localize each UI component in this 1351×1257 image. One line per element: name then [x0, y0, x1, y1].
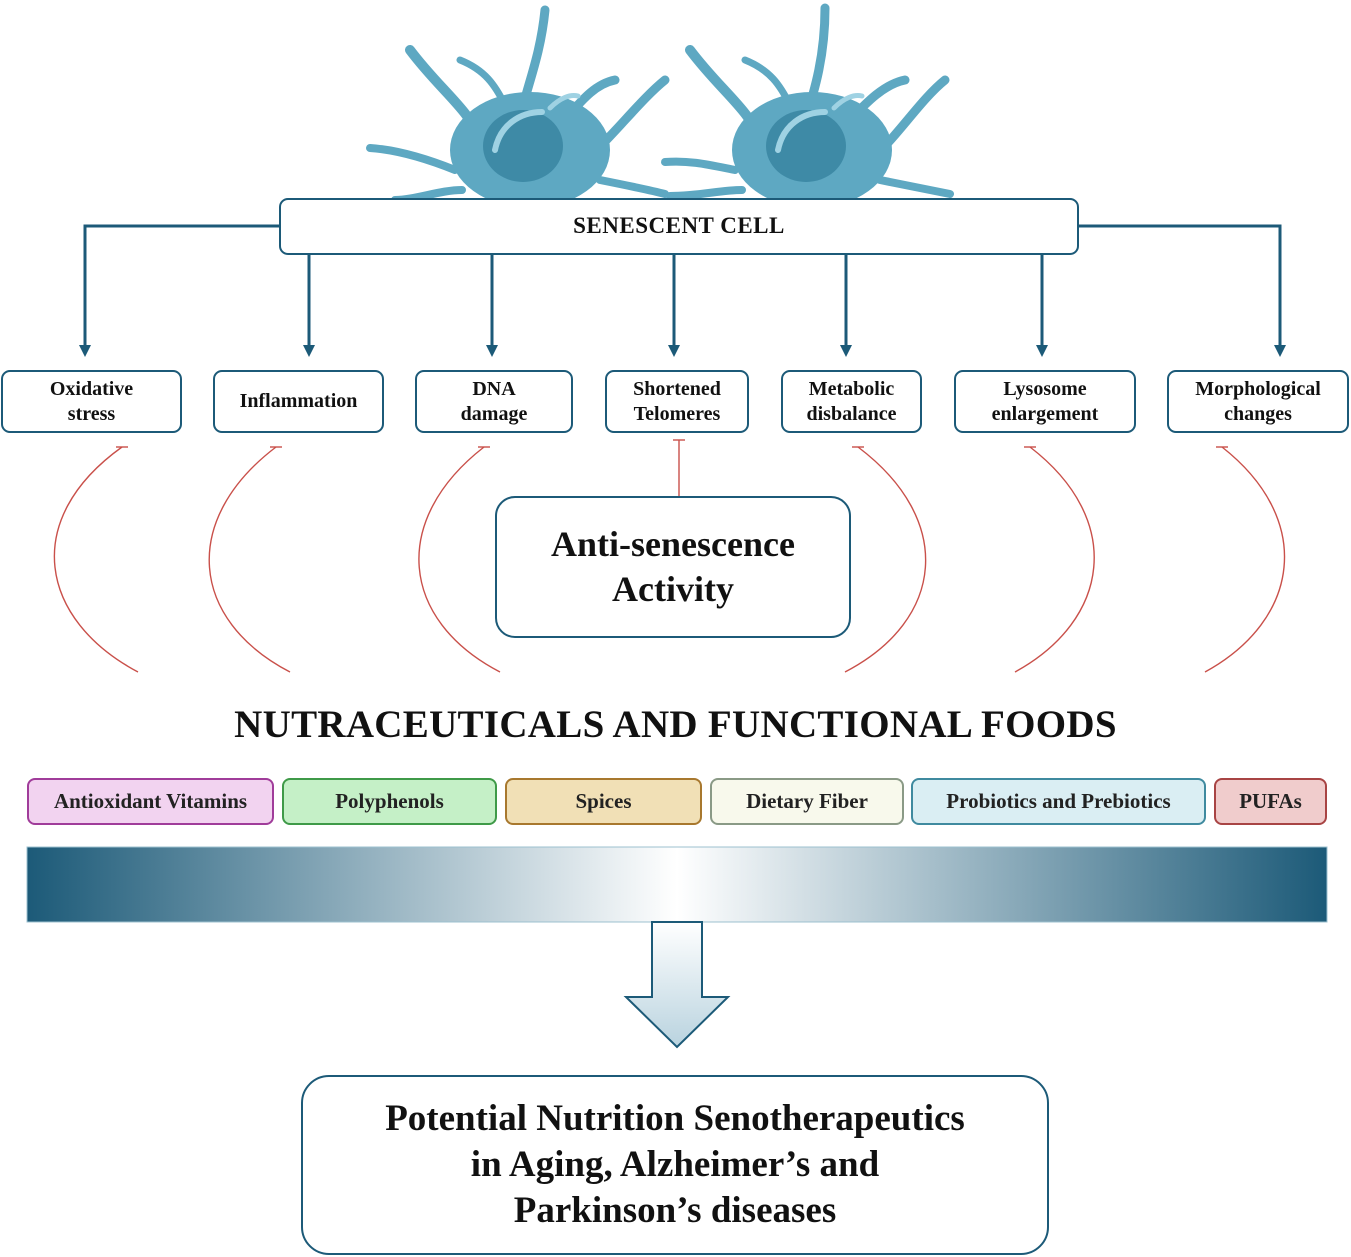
effect-label-line: damage	[460, 402, 528, 425]
effect-label-line: enlargement	[991, 402, 1099, 425]
connector-line	[1079, 224, 1282, 347]
effect-box-inflammation: Inflammation	[213, 370, 384, 433]
inhibition-curve	[418, 446, 501, 673]
effect-label-line: changes	[1224, 402, 1292, 425]
inhibition-curve	[1014, 446, 1095, 673]
outcome-line2: in Aging, Alzheimer’s and	[470, 1143, 880, 1185]
arrowhead	[486, 345, 498, 357]
senescent-cell-box: SENESCENT CELL	[279, 198, 1079, 255]
arrowhead	[668, 345, 680, 357]
gradient-band	[26, 846, 1328, 923]
outcome-line3: Parkinson’s diseases	[513, 1190, 837, 1232]
outcome-line1: Potential Nutrition Senotherapeutics	[385, 1097, 965, 1139]
effect-label-line: Telomeres	[633, 402, 721, 425]
arrowhead	[79, 345, 91, 357]
inhibition-curve	[208, 446, 291, 673]
neuron-cell-icon	[366, 5, 670, 208]
food-category-1: Polyphenols	[282, 778, 497, 825]
effect-label-line: stress	[67, 402, 116, 425]
effect-label-line: Morphological	[1195, 377, 1321, 400]
outcome-box: Potential Nutrition Senotherapeutics in …	[301, 1075, 1049, 1255]
connector-arrowheads	[79, 345, 1286, 357]
connector-arrows	[83, 224, 1282, 347]
effect-label-line: DNA	[472, 377, 516, 400]
anti-senescence-line1: Anti-senescence	[551, 524, 795, 564]
anti-senescence-line2: Activity	[612, 569, 734, 609]
inhibition-curves	[53, 439, 1286, 708]
food-category-4: Probiotics and Prebiotics	[911, 778, 1206, 825]
food-category-0: Antioxidant Vitamins	[27, 778, 274, 825]
inhibition-curve	[53, 446, 139, 673]
neuron-cell-icon	[661, 3, 954, 208]
food-category-3: Dietary Fiber	[710, 778, 904, 825]
food-category-2: Spices	[505, 778, 702, 825]
effect-label-line: Shortened	[633, 377, 721, 400]
down-arrow-icon	[623, 921, 731, 1049]
inhibition-curve	[1204, 446, 1286, 673]
arrowhead	[303, 345, 315, 357]
effect-label-line: Oxidative	[49, 377, 134, 400]
arrowhead	[1274, 345, 1286, 357]
effect-label-line: Lysosome	[1003, 377, 1087, 400]
arrowhead	[1036, 345, 1048, 357]
inhibition-curve	[844, 446, 927, 673]
effect-label-line: Metabolic	[808, 377, 895, 400]
anti-senescence-box: Anti-senescence Activity	[495, 496, 851, 638]
effect-label-line: disbalance	[806, 402, 897, 425]
effect-label-line: Inflammation	[239, 390, 358, 412]
food-category-5: PUFAs	[1214, 778, 1327, 825]
nutraceuticals-heading: NUTRACEUTICALS AND FUNCTIONAL FOODS	[234, 703, 1117, 746]
arrowhead	[840, 345, 852, 357]
connector-line	[83, 224, 279, 347]
